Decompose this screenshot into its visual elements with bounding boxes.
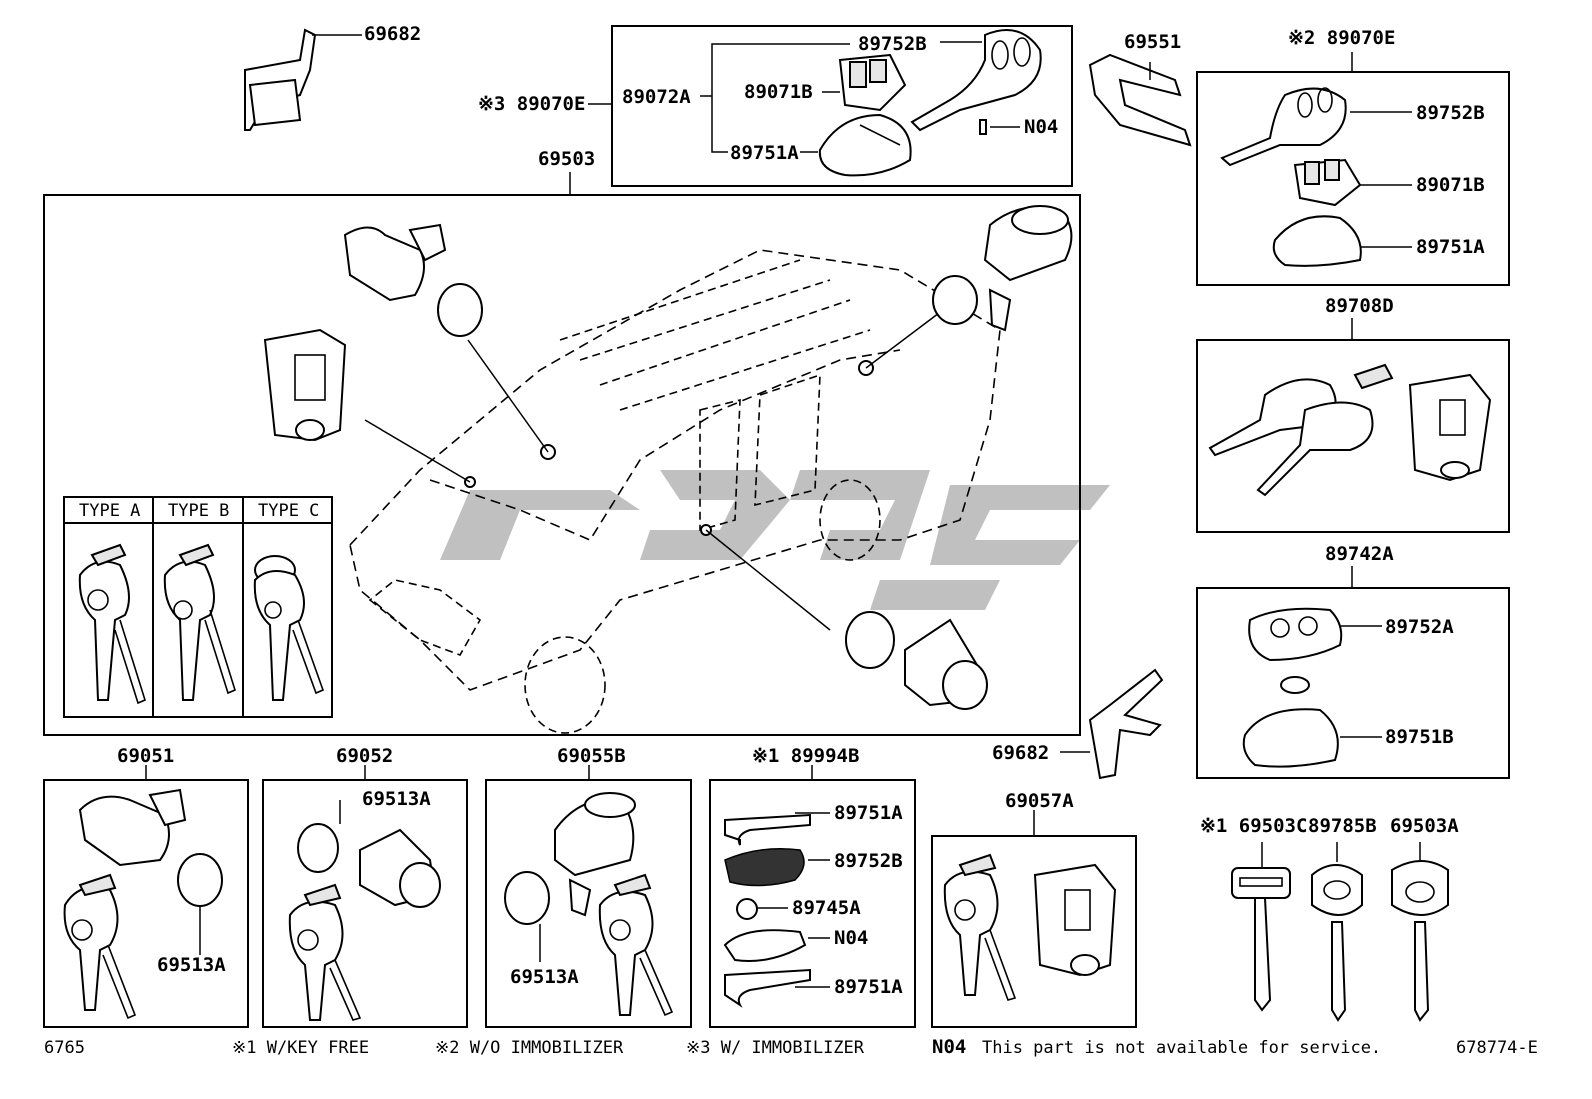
callout-89752A: 89752A — [1385, 616, 1454, 638]
footnote-3: ※3 W/ IMMOBILIZER — [686, 1038, 865, 1058]
callout-89070E-right: ※2 89070E — [1288, 27, 1396, 49]
callout-69503C: ※1 69503C — [1200, 815, 1308, 837]
key-69503A — [1391, 842, 1449, 1022]
callout-N04-k: N04 — [834, 927, 869, 949]
vehicle-illustration — [349, 249, 1001, 734]
callout-89071B-right: 89071B — [1416, 174, 1485, 196]
door-lock-cylinder-rear — [845, 611, 988, 710]
callout-89708D: 89708D — [1325, 295, 1394, 317]
footnote-2: ※2 W/O IMMOBILIZER — [435, 1038, 624, 1058]
callout-69503: 69503 — [538, 148, 596, 170]
box-89742A — [1196, 587, 1510, 779]
callout-89994B: ※1 89994B — [752, 745, 860, 767]
type-a-keys — [78, 543, 146, 705]
callout-69682-top: 69682 — [364, 23, 422, 45]
housing-89071B-top — [822, 53, 907, 112]
callout-69551: 69551 — [1124, 31, 1182, 53]
callout-89752B-k: 89752B — [834, 850, 903, 872]
callout-89751A-k1: 89751A — [834, 802, 903, 824]
key-type-table — [63, 496, 333, 718]
figure-id: 678774-E — [1456, 1038, 1538, 1058]
key-89785B — [1311, 842, 1363, 1022]
callout-89070E-left: ※3 89070E — [478, 93, 586, 115]
transmitter-key-89752B-top — [910, 29, 1042, 132]
callout-69055B: 69055B — [557, 745, 626, 767]
watermark — [440, 470, 1110, 610]
keys-89708D — [1208, 363, 1492, 497]
bracket-69551 — [1088, 53, 1192, 147]
callout-69052: 69052 — [336, 745, 394, 767]
callout-89751A-k2: 89751A — [834, 976, 903, 998]
door-lock-cylinder-front — [343, 223, 483, 337]
callout-69503A: 69503A — [1390, 815, 1459, 837]
callout-89072A: 89072A — [622, 86, 691, 108]
transmitter-key-89752B-right — [1220, 87, 1412, 167]
n04-note: This part is not available for service. — [982, 1038, 1382, 1058]
callout-89751A-right: 89751A — [1416, 236, 1485, 258]
callout-89751A-top: 89751A — [730, 142, 799, 164]
callout-89752B-top: 89752B — [858, 33, 927, 55]
callout-89751B: 89751B — [1385, 726, 1454, 748]
key-69503C — [1231, 842, 1291, 1012]
n04-code: N04 — [932, 1036, 967, 1058]
no-immobilizer-key-box — [1196, 71, 1510, 286]
parts-69057A — [943, 853, 1117, 1001]
bracket-69682-top — [244, 28, 362, 131]
cover-89751A-right — [1272, 215, 1412, 267]
footnote-1: ※1 W/KEY FREE — [232, 1038, 370, 1058]
main-assembly-frame — [43, 194, 1081, 736]
parts-69052 — [288, 800, 441, 1021]
immobilizer-key-box — [611, 25, 1073, 187]
box-89708D — [1196, 339, 1510, 533]
cover-89751A-top — [800, 113, 912, 177]
type-b-keys — [163, 543, 236, 701]
ignition-lock-cylinder — [263, 328, 347, 442]
callout-89071B-top: 89071B — [744, 81, 813, 103]
parts-89994B — [723, 812, 830, 1008]
callout-69682-bottom: 69682 — [992, 742, 1050, 764]
callout-69513A-a: 69513A — [362, 788, 431, 810]
type-b-header: TYPE B — [168, 501, 230, 521]
key-parts-89742A — [1242, 607, 1382, 768]
back-door-lock-cylinder — [932, 205, 1073, 332]
callout-89745A: 89745A — [792, 897, 861, 919]
type-c-header: TYPE C — [258, 501, 320, 521]
parts-69055B — [504, 792, 674, 1017]
box-69052 — [262, 779, 468, 1028]
bracket-69682-bottom — [1060, 668, 1164, 780]
type-a-header: TYPE A — [79, 501, 141, 521]
part-N04-top — [979, 119, 987, 135]
callout-69051: 69051 — [117, 745, 175, 767]
callout-69057A: 69057A — [1005, 790, 1074, 812]
callout-89742A: 89742A — [1325, 543, 1394, 565]
type-c-keys — [253, 555, 325, 701]
callout-89752B-right: 89752B — [1416, 102, 1485, 124]
housing-89071B-right — [1293, 158, 1412, 207]
callout-N04-top: N04 — [1024, 116, 1059, 138]
callout-69513A-b: 69513A — [157, 954, 226, 976]
parts-69051 — [63, 788, 223, 1020]
callout-69513A-c: 69513A — [510, 966, 579, 988]
page-code: 6765 — [44, 1038, 85, 1058]
callout-89785B: 89785B — [1308, 815, 1377, 837]
